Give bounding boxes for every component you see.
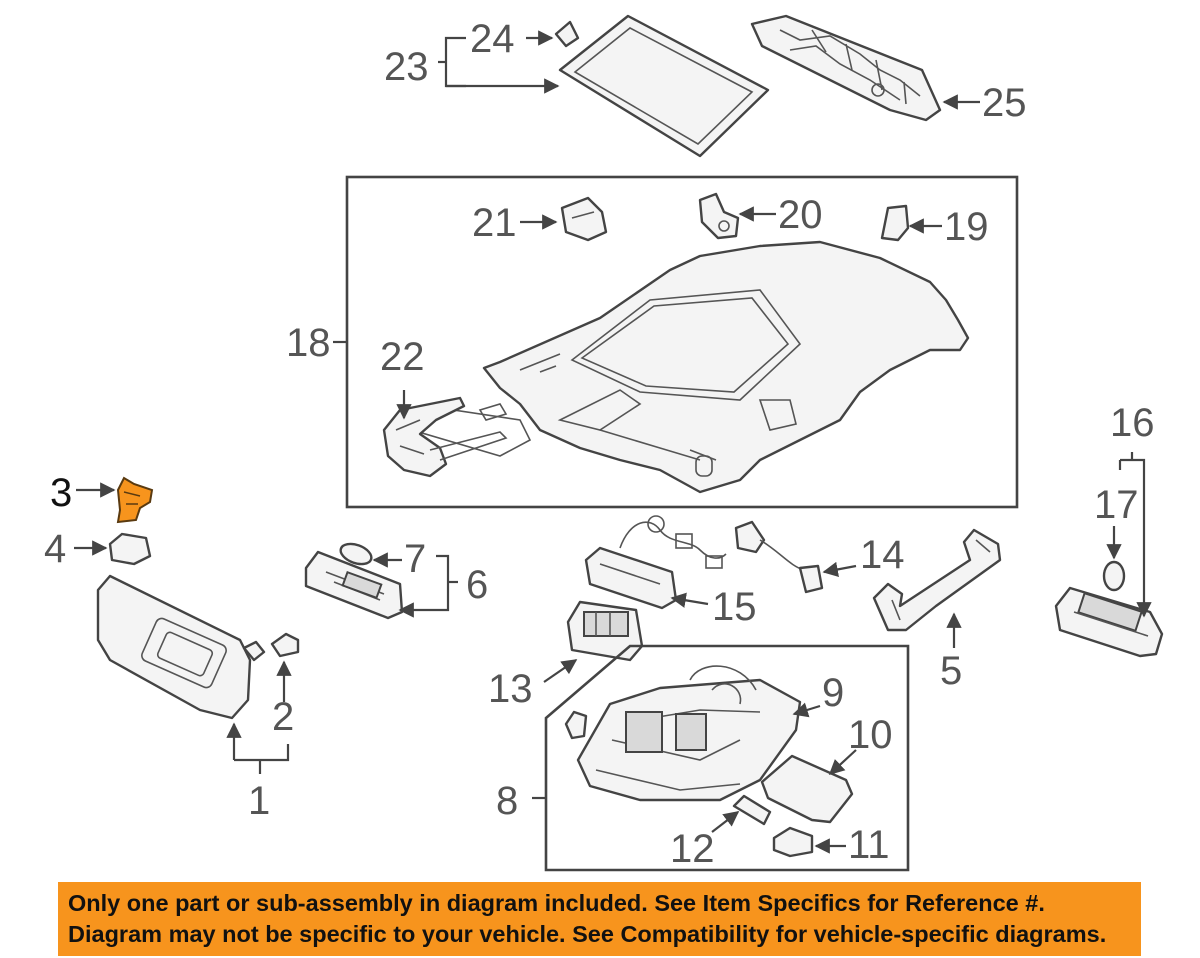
callout-17: 17 (1094, 483, 1139, 527)
grab-handle-5 (872, 528, 1002, 632)
sunshade-panel (750, 14, 942, 122)
callout-3: 3 (50, 471, 72, 515)
callout-4: 4 (44, 527, 66, 571)
sun-visor-1 (96, 574, 252, 720)
sunroof-glass (558, 14, 770, 158)
headliner (410, 240, 970, 494)
callout-10: 10 (848, 713, 893, 757)
callout-8: 8 (496, 779, 518, 823)
callout-19: 19 (944, 205, 989, 249)
callout-6: 6 (466, 563, 488, 607)
callout-12: 12 (670, 827, 715, 871)
callout-2: 2 (272, 695, 294, 739)
callout-21: 21 (472, 201, 517, 245)
callout-7: 7 (404, 537, 426, 581)
callout-1: 1 (248, 779, 270, 823)
lamp-lens-7 (339, 542, 373, 566)
callout-13: 13 (488, 667, 533, 711)
callout-23: 23 (384, 45, 429, 89)
dome-lens-10 (760, 754, 854, 824)
lamp-bulb-17 (1102, 560, 1126, 592)
callout-25: 25 (982, 81, 1027, 125)
callout-11: 11 (848, 823, 890, 867)
console-module-15 (584, 515, 727, 610)
sunroof-clip (554, 20, 580, 48)
callout-16: 16 (1110, 401, 1155, 445)
bracket-19 (880, 204, 910, 242)
harness-14 (734, 520, 824, 594)
lens-11 (772, 826, 814, 858)
grab-clip-21 (560, 196, 608, 242)
disclaimer-banner: Only one part or sub-assembly in diagram… (58, 882, 1141, 956)
switch-module-13 (566, 600, 644, 662)
callout-14: 14 (860, 533, 905, 577)
callout-9: 9 (822, 671, 844, 715)
wire-harness-22 (382, 396, 508, 478)
callout-23-leader (438, 30, 560, 94)
callout-18: 18 (286, 321, 331, 365)
callout-5: 5 (940, 649, 962, 693)
callout-20: 20 (778, 193, 823, 237)
dome-lamp-9 (576, 665, 802, 802)
callout-22: 22 (380, 335, 425, 379)
bulb-12 (732, 794, 772, 826)
highlighted-part-3 (116, 476, 154, 524)
clip-20 (698, 192, 740, 240)
callout-15: 15 (712, 585, 757, 629)
dome-lamp-group-box (544, 644, 910, 872)
rear-lamp-16 (1054, 586, 1164, 658)
visor-clip-4 (108, 532, 152, 566)
visor-hook-2 (242, 632, 300, 662)
disclaimer-line-1: Only one part or sub-assembly in diagram… (68, 890, 1045, 916)
disclaimer-line-2: Diagram may not be specific to your vehi… (68, 921, 1107, 947)
callout-24: 24 (470, 17, 515, 61)
dome-clip (564, 710, 588, 740)
